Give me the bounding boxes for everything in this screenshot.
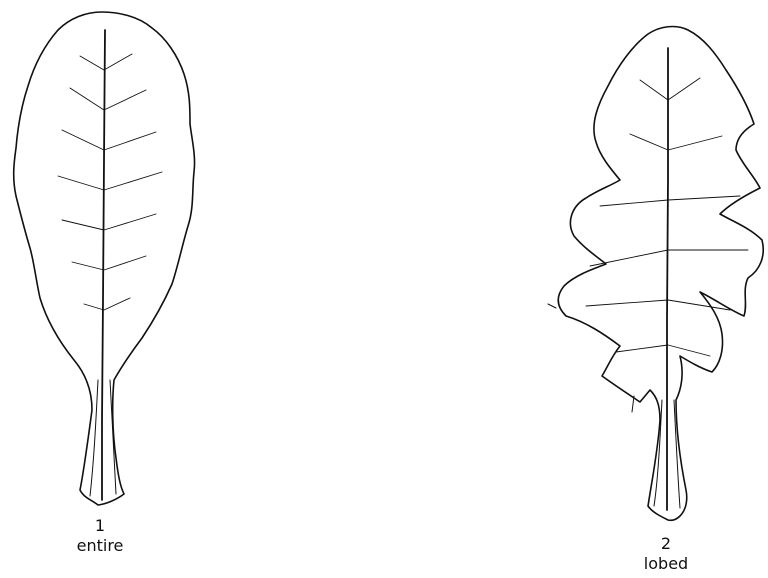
lobed-leaf-midrib: [667, 48, 668, 510]
entire-leaf-midrib: [102, 30, 105, 500]
lobed-leaf-outline: [558, 27, 763, 521]
entire-leaf-drawing: [14, 12, 195, 505]
leaf-number-2: 2: [626, 534, 706, 554]
entire-leaf-veins: [58, 54, 162, 310]
leaf-number-1: 1: [60, 516, 140, 536]
lobed-leaf-stray-marks: [548, 304, 634, 412]
leaf-caption-entire: 1 entire: [60, 516, 140, 556]
leaf-label-lobed: lobed: [626, 554, 706, 574]
leaf-label-entire: entire: [60, 536, 140, 556]
leaf-caption-lobed: 2 lobed: [626, 534, 706, 574]
lobed-leaf-drawing: [548, 27, 763, 521]
